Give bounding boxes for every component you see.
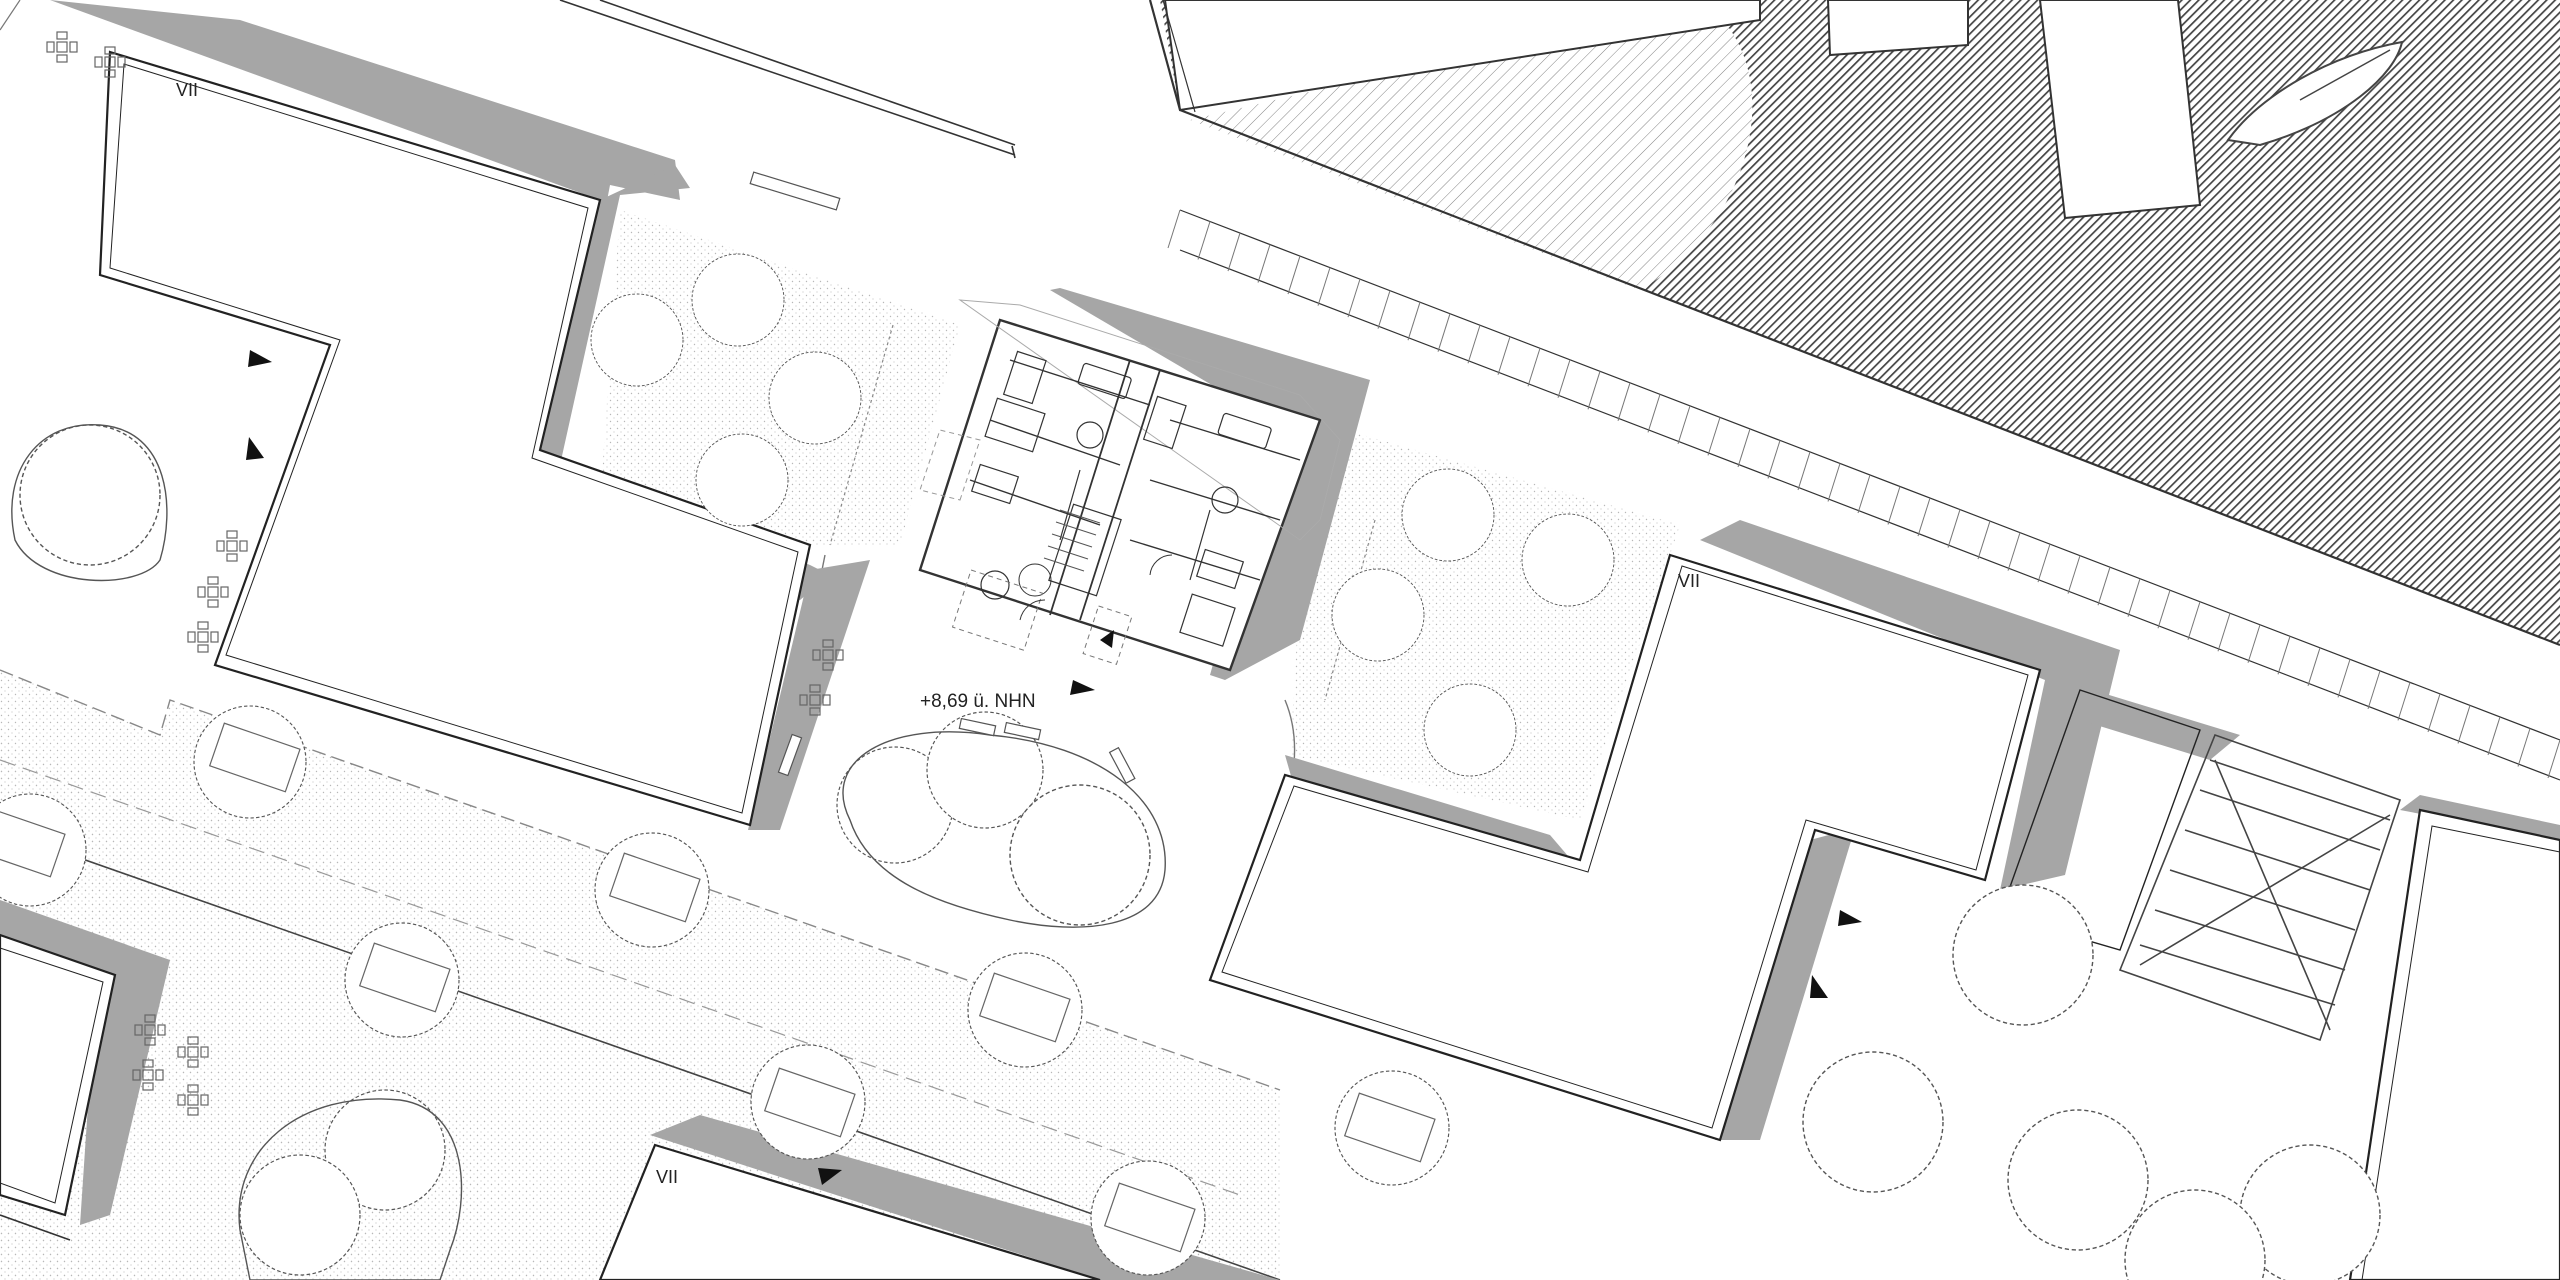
entrance-arrow-icon xyxy=(1070,680,1095,695)
building-label: VII xyxy=(656,1167,678,1187)
entrance-arrow-icon xyxy=(1810,975,1828,998)
tree-icon xyxy=(590,293,684,387)
entrance-arrows xyxy=(246,350,1862,1185)
building-roof-s xyxy=(598,1143,1101,1280)
labels: VII VII VII +8,69 ü. NHN xyxy=(176,80,1700,1187)
tree-icon xyxy=(1521,513,1615,607)
tree-icon xyxy=(1423,683,1517,777)
quay-paving xyxy=(1167,209,2560,779)
tree-icon xyxy=(1401,468,1495,562)
seating-icon xyxy=(197,576,229,608)
tree-icon xyxy=(19,424,161,566)
quay-stairs xyxy=(2118,733,2402,1042)
courtyard-details xyxy=(749,171,1376,701)
entrance-arrow-icon xyxy=(1838,910,1862,926)
floor-plan xyxy=(918,299,1341,672)
planting-beds xyxy=(11,424,1166,1280)
entrance-arrow-icon xyxy=(1100,630,1114,648)
entrance-arrow-icon xyxy=(246,437,264,460)
tree-icon xyxy=(1090,1160,1206,1276)
benches xyxy=(777,717,1136,785)
tree-icon xyxy=(1331,568,1425,662)
tree-icon xyxy=(2007,1109,2149,1251)
building-roofs xyxy=(0,50,2560,1280)
level-label: +8,69 ü. NHN xyxy=(920,691,1036,712)
tree-icon xyxy=(239,1154,361,1276)
building-roof-ne xyxy=(1208,553,2042,1142)
water-area xyxy=(1160,0,2560,645)
building-roof-sw xyxy=(0,933,117,1217)
entrance-arrow-icon xyxy=(818,1168,842,1185)
tree-icon xyxy=(1952,884,2094,1026)
tree-icon xyxy=(695,433,789,527)
tree-icon xyxy=(967,952,1083,1068)
tree-icon xyxy=(1009,784,1151,926)
entrance-arrow-icon xyxy=(248,350,272,367)
tree-icon xyxy=(768,351,862,445)
building-label: VII xyxy=(1678,571,1700,591)
street-curbs xyxy=(0,0,1016,1241)
boat-icon xyxy=(2226,40,2404,147)
seating-icon xyxy=(46,31,78,63)
building-roof-nw xyxy=(98,50,812,827)
building-roof-e xyxy=(2348,808,2560,1280)
tree-grates xyxy=(0,722,1436,1253)
seating-icon xyxy=(216,530,248,562)
tree-icon xyxy=(691,253,785,347)
building-label: VII xyxy=(176,80,198,100)
seating-icon xyxy=(187,621,219,653)
tree-icon xyxy=(1802,1051,1944,1193)
